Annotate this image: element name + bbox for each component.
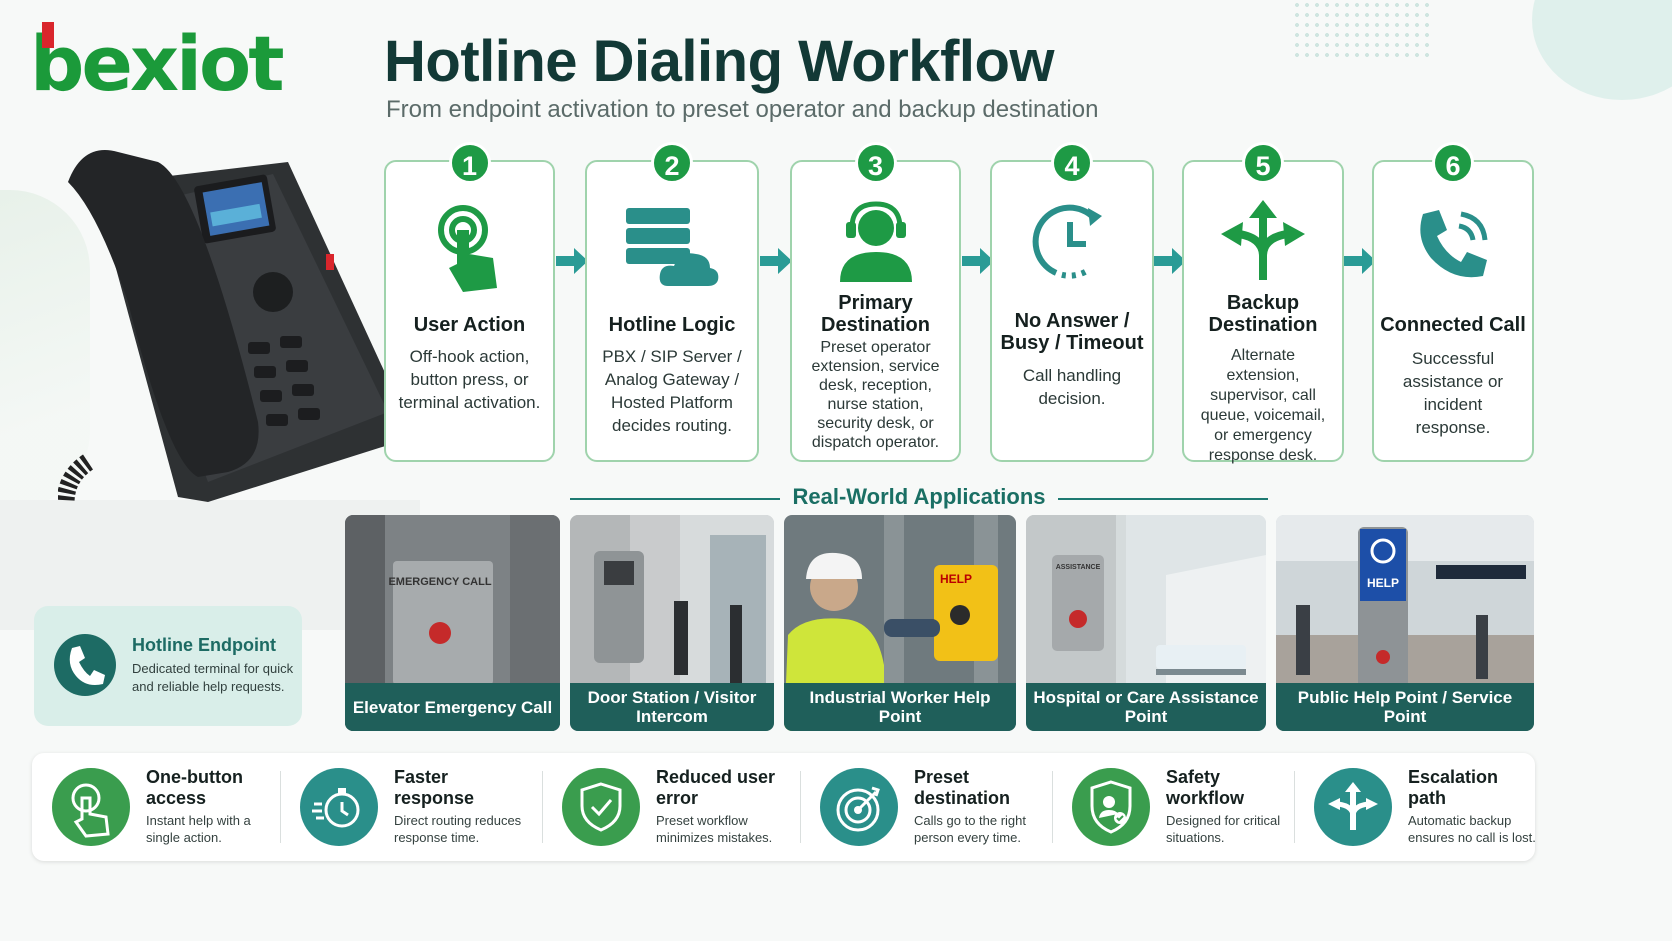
tap-hand-icon	[437, 205, 497, 292]
heading-rule	[1058, 498, 1268, 500]
workflow-step-1: 1 User Action Off-hook action, button pr…	[384, 142, 555, 462]
workflow-step-5: 5 Backup Destination Alternate extension…	[1182, 142, 1344, 464]
page-subtitle: From endpoint activation to preset opera…	[386, 96, 1099, 123]
server-cloud-icon	[626, 208, 719, 286]
benefit-desc: Preset workflow minimizes mistakes.	[656, 813, 773, 845]
stopwatch-icon	[300, 768, 378, 846]
step-desc: Call handling decision.	[1022, 366, 1122, 408]
benefit-one-button: One-button access Instant help with a si…	[32, 753, 280, 861]
split-arrows-icon	[1221, 200, 1305, 280]
workflow-step-2: 2 Hotline Logic PBX / SIP Server / Analo…	[585, 142, 759, 462]
step-title: Backup Destination	[1208, 292, 1318, 336]
clock-timeout-icon	[1032, 204, 1105, 279]
application-caption: Elevator Emergency Call	[345, 683, 560, 731]
benefit-divider	[1052, 771, 1053, 843]
endpoint-title: Hotline Endpoint	[132, 635, 276, 655]
step-desc: Alternate extension, supervisor, call qu…	[1200, 347, 1326, 464]
benefit-desc: Automatic backup ensures no call is lost…	[1408, 813, 1536, 845]
benefit-title: Faster response	[394, 767, 475, 808]
benefit-faster-response: Faster response Direct routing reduces r…	[280, 753, 542, 861]
help-sign-text: HELP	[940, 572, 972, 586]
benefit-title: Escalation path	[1408, 767, 1499, 808]
target-icon	[820, 768, 898, 846]
step-title: No Answer / Busy / Timeout	[1000, 310, 1144, 354]
step-number: 1	[448, 142, 491, 184]
step-desc: Preset operator extension, service desk,…	[811, 339, 940, 451]
elevator-sign-text: EMERGENCY CALL	[388, 576, 491, 588]
step-desc: Off-hook action, button press, or termin…	[398, 347, 541, 412]
benefits-bar: One-button access Instant help with a si…	[32, 753, 1536, 861]
benefit-safety-workflow: Safety workflow Designed for critical si…	[1052, 753, 1294, 861]
applications-title: Real-World Applications	[786, 484, 1052, 509]
background-dots	[1292, 0, 1432, 60]
application-card-elevator: EMERGENCY CALL Elevator Emergency Call	[345, 515, 560, 731]
brand-logo: bexiot	[30, 22, 285, 102]
benefit-divider	[542, 771, 543, 843]
benefit-desc: Direct routing reduces response time.	[394, 813, 522, 845]
benefit-preset-destination: Preset destination Calls go to the right…	[800, 753, 1052, 861]
page-title: Hotline Dialing Workflow	[384, 29, 1055, 94]
hotline-endpoint-card: Hotline Endpoint Dedicated terminal for …	[34, 606, 302, 726]
step-desc: PBX / SIP Server / Analog Gateway / Host…	[602, 347, 742, 435]
application-caption: Industrial Worker Help Point	[784, 683, 1016, 731]
flow-arrow-icon	[962, 248, 994, 274]
benefit-desc: Designed for critical situations.	[1166, 813, 1281, 845]
tap-hand-icon	[52, 768, 130, 846]
step-desc: Successful assistance or incident respon…	[1402, 349, 1504, 437]
step-number: 3	[854, 142, 897, 184]
operator-headset-icon	[839, 201, 912, 282]
application-caption: Public Help Point / Service Point	[1276, 683, 1534, 731]
step-title: Primary Destination	[821, 292, 930, 336]
logo-accent	[42, 22, 54, 48]
flow-arrow-icon	[1154, 248, 1186, 274]
benefit-title: One-button access	[146, 767, 243, 808]
phone-call-icon	[1420, 210, 1488, 278]
applications-heading: Real-World Applications	[570, 484, 1268, 510]
public-help-sign-text: HELP	[1367, 576, 1399, 590]
application-caption: Hospital or Care Assistance Point	[1026, 683, 1266, 731]
heading-rule	[570, 498, 780, 500]
background-plant	[0, 190, 90, 510]
application-card-industrial: HELP Industrial Worker Help Point	[784, 515, 1016, 731]
workflow-step-6: 6 Connected Call Successful assistance o…	[1372, 142, 1534, 462]
step-number: 6	[1432, 142, 1474, 184]
step-number: 4	[1051, 142, 1093, 184]
step-title: Connected Call	[1380, 314, 1526, 336]
step-number: 2	[651, 142, 693, 184]
benefit-title: Reduced user error	[656, 767, 776, 808]
application-card-door-station: Door Station / Visitor Intercom	[570, 515, 774, 731]
logo-text: bexiot	[30, 19, 285, 108]
benefit-title: Preset destination	[914, 767, 1011, 808]
step-number: 5	[1242, 142, 1284, 184]
user-shield-icon	[1072, 768, 1150, 846]
flow-arrow-icon	[556, 248, 588, 274]
step-title: User Action	[413, 314, 526, 336]
desk-phone-illustration	[58, 150, 403, 502]
benefit-desc: Instant help with a single action.	[146, 813, 251, 845]
workflow-step-4: 4 No Answer / Busy / Timeout Call handli…	[990, 142, 1154, 462]
application-caption: Door Station / Visitor Intercom	[570, 683, 774, 731]
split-arrows-icon	[1314, 768, 1392, 846]
shield-check-icon	[562, 768, 640, 846]
application-card-hospital: ASSISTANCE Hospital or Care Assistance P…	[1026, 515, 1266, 731]
benefit-escalation-path: Escalation path Automatic backup ensures…	[1294, 753, 1536, 861]
benefit-divider	[800, 771, 801, 843]
application-card-public-help: HELP Public Help Point / Service Point	[1276, 515, 1534, 731]
benefit-divider	[1294, 771, 1295, 843]
phone-icon	[54, 634, 116, 696]
benefit-divider	[280, 771, 281, 843]
benefit-desc: Calls go to the right person every time.	[914, 813, 1027, 845]
step-title: Hotline Logic	[608, 314, 736, 336]
benefit-title: Safety workflow	[1166, 767, 1245, 808]
flow-arrow-icon	[1344, 248, 1376, 274]
benefit-reduced-error: Reduced user error Preset workflow minim…	[542, 753, 800, 861]
flow-arrow-icon	[760, 248, 792, 274]
workflow-step-3: 3 Primary Destination Preset operator ex…	[790, 142, 961, 462]
background-circle	[1532, 0, 1672, 100]
endpoint-desc: Dedicated terminal for quick and reliabl…	[132, 661, 294, 694]
assistance-sign-text: ASSISTANCE	[1056, 564, 1101, 571]
